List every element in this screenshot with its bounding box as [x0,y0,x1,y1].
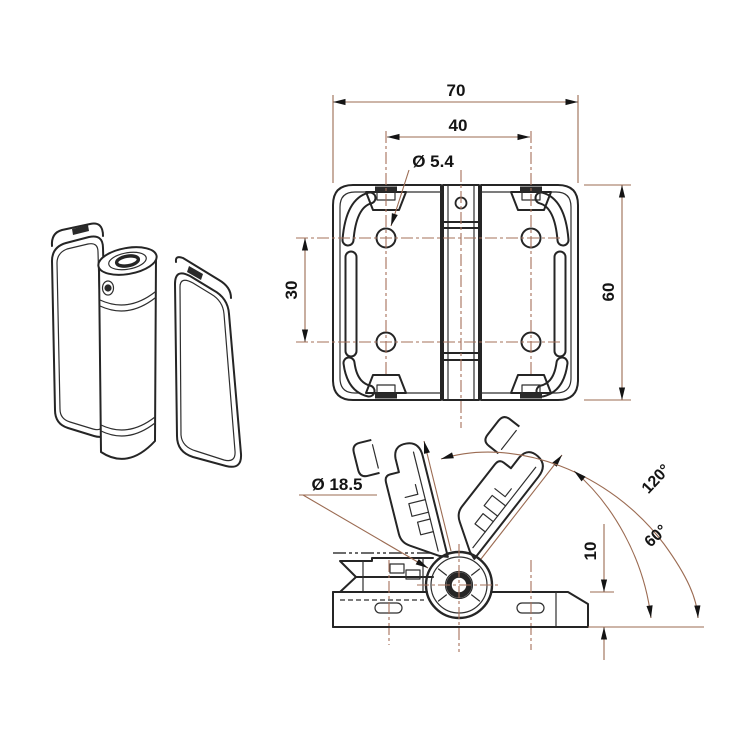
dim-angle-60-label: 60° [642,522,671,551]
side-left-base [332,560,428,645]
dim-60-label: 60 [599,283,618,302]
side-right-base [490,560,589,650]
arc-60 [573,470,653,619]
edge-slots-right [534,191,570,398]
dim-40-label: 40 [449,116,468,135]
side-left-leaf [339,557,434,593]
swung-leaf-120 [352,438,449,558]
dim-hole-dia-label: Ø 5.4 [412,152,454,171]
dim-70-label: 70 [447,81,466,100]
front-view: 70 40 Ø 5.4 30 60 [282,81,631,428]
dimension-60: 60 [584,184,631,401]
hinge-barrel-iso [97,246,158,460]
dim-10-label: 10 [581,542,600,561]
callout-hole-diameter: Ø 5.4 [390,152,454,227]
dimension-10: 10 [581,524,614,660]
front-left-plate [332,184,442,401]
leaf-slot-left-iso [72,225,89,235]
hinge-leaf-right-iso [174,256,243,468]
dimension-70: 70 [332,81,579,183]
front-centerlines [296,131,562,428]
dim-angle-120-label: 120° [639,461,674,497]
hinge-leaf-left-iso [50,222,109,438]
dim-barrel-dia-label: Ø 18.5 [311,475,362,494]
dimension-30: 30 [282,238,309,342]
edge-slots-left [341,191,377,398]
callout-barrel-diameter: Ø 18.5 [299,475,429,569]
front-right-plate [480,184,579,401]
isometric-view [50,222,243,468]
leaf-slot-right-iso [187,266,203,280]
side-barrel [417,544,501,652]
barrel-pin-dot [104,284,112,292]
mounting-holes [375,227,542,353]
side-view: 120° 60° Ø 18.5 10 [299,416,704,660]
dim-30-label: 30 [282,281,301,300]
dimension-40: 40 [387,116,530,141]
